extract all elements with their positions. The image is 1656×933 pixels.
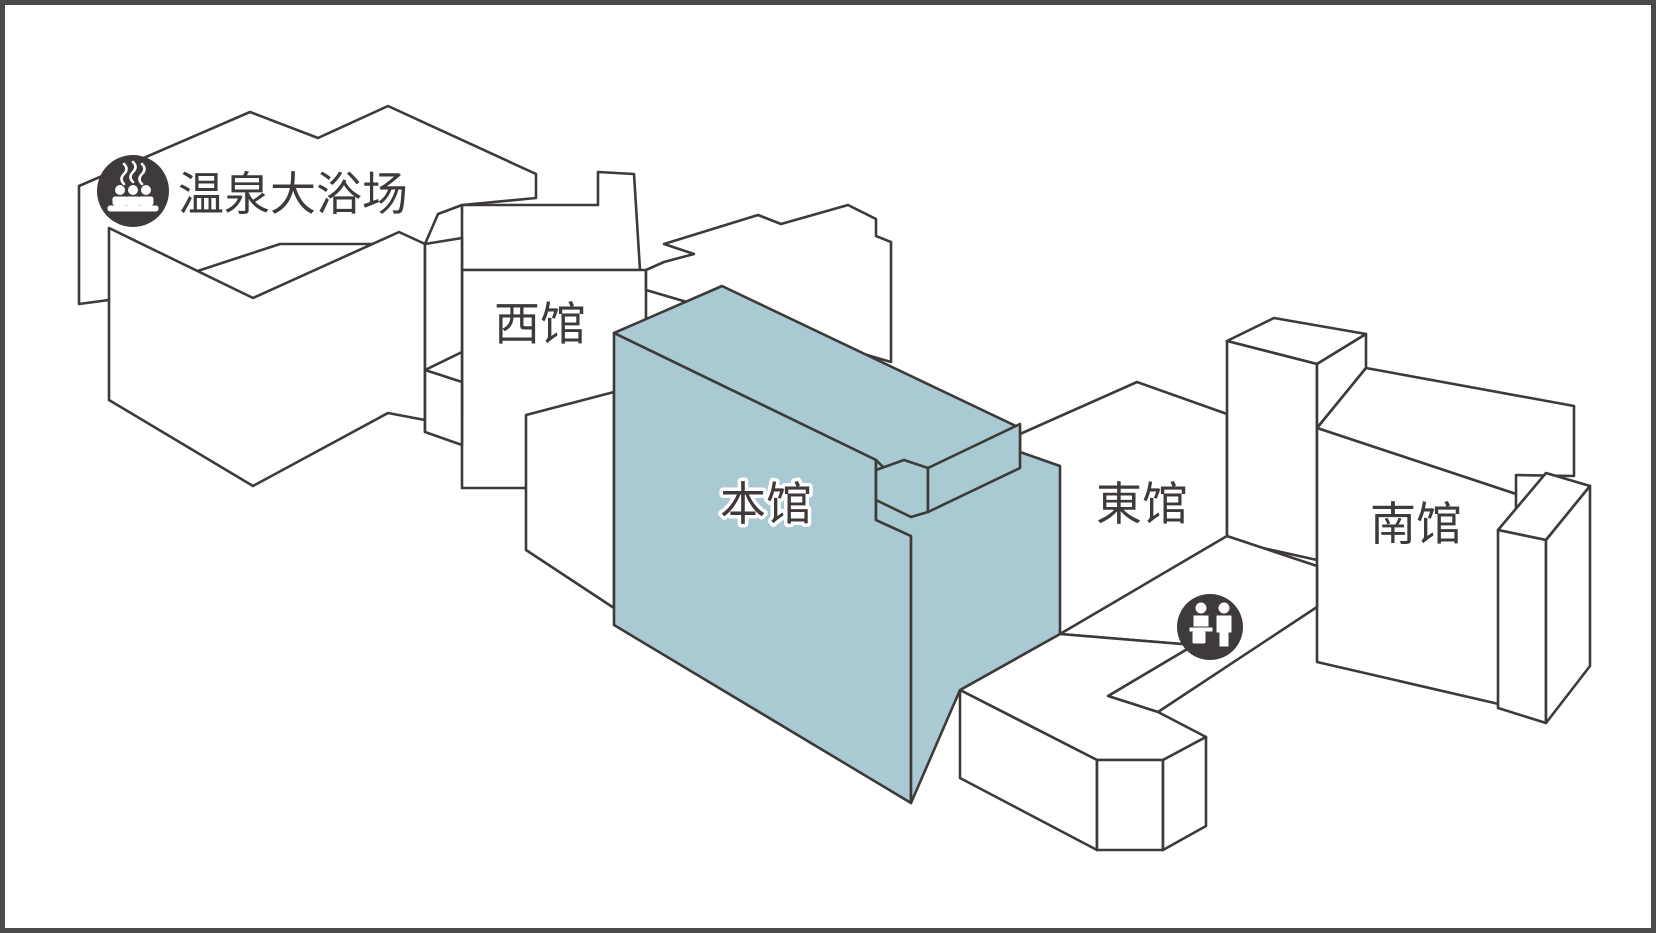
building-west-lower[interactable] <box>524 390 616 610</box>
label-east: 東馆 <box>1096 477 1188 531</box>
label-onsen: 温泉大浴场 <box>178 167 408 221</box>
label-west: 西馆 <box>494 297 586 351</box>
front-desk-icon <box>1177 594 1243 660</box>
building-main[interactable] <box>612 284 1062 805</box>
label-main: 本馆 <box>720 477 812 531</box>
building-south[interactable] <box>1225 316 1592 725</box>
building-back-connector[interactable] <box>644 203 893 364</box>
label-south: 南馆 <box>1370 497 1462 551</box>
building-onsen[interactable] <box>77 104 538 488</box>
hot-spring-icon <box>97 155 169 227</box>
